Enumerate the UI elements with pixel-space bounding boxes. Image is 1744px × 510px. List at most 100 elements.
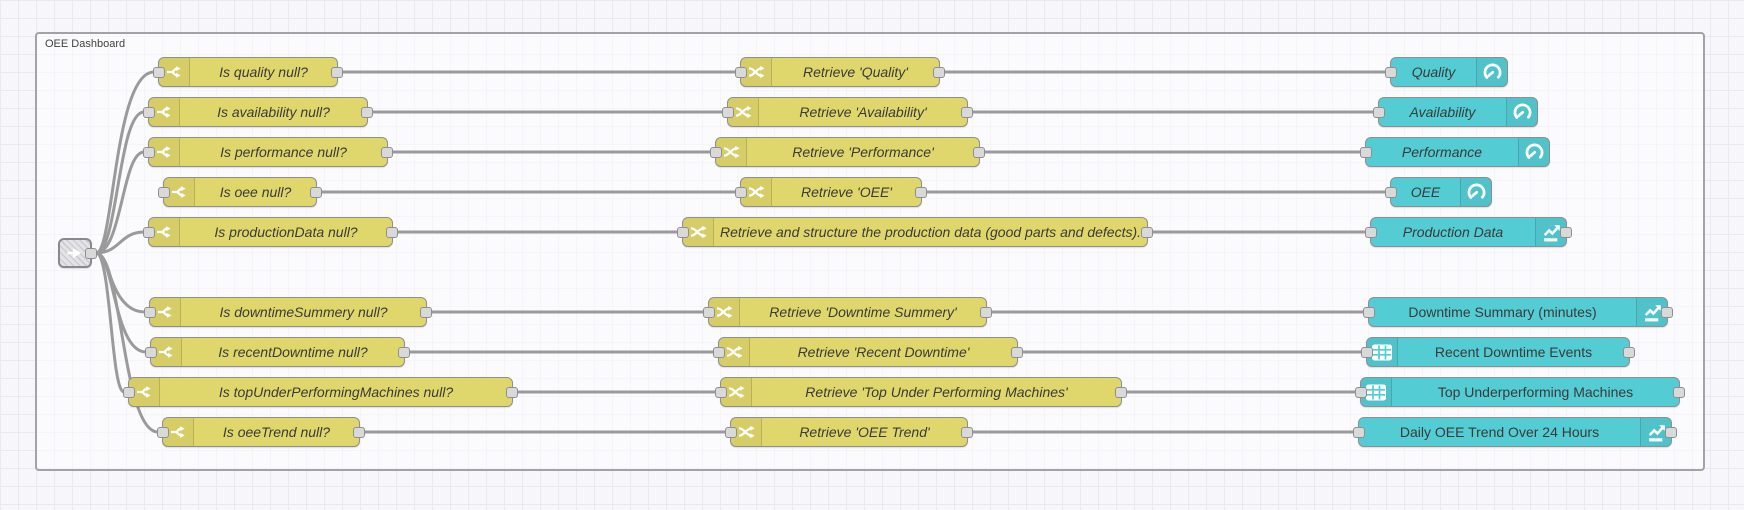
input-port[interactable] <box>735 66 747 78</box>
dashboard-node-4[interactable]: OEE <box>1385 177 1492 207</box>
change-node-6[interactable]: Retrieve 'Downtime Summery' <box>703 297 992 327</box>
chart-icon <box>1535 218 1566 246</box>
output-port[interactable] <box>1623 346 1635 358</box>
output-port[interactable] <box>1665 426 1677 438</box>
change-node-1[interactable]: Retrieve 'Quality' <box>735 57 945 87</box>
output-port[interactable] <box>398 346 410 358</box>
input-port[interactable] <box>1355 386 1367 398</box>
dashboard-node-1[interactable]: Quality <box>1385 57 1508 87</box>
output-port[interactable] <box>1141 226 1153 238</box>
dashboard-node-3[interactable]: Performance <box>1360 137 1550 167</box>
switch-node-6[interactable]: Is downtimeSummery null? <box>144 297 432 327</box>
output-port[interactable] <box>961 106 973 118</box>
output-port[interactable] <box>933 66 945 78</box>
input-port[interactable] <box>123 386 135 398</box>
input-port[interactable] <box>157 426 169 438</box>
node-label: Is availability null? <box>217 104 330 120</box>
wire[interactable] <box>95 251 159 434</box>
input-port[interactable] <box>143 146 155 158</box>
node-label: Is oeeTrend null? <box>222 424 331 440</box>
dashboard-node-5[interactable]: Production Data <box>1365 217 1572 247</box>
input-port[interactable] <box>144 306 156 318</box>
output-port[interactable] <box>85 247 97 259</box>
output-port[interactable] <box>386 226 398 238</box>
output-port[interactable] <box>381 146 393 158</box>
change-node-5[interactable]: Retrieve and structure the production da… <box>677 217 1153 247</box>
gauge-icon <box>1506 98 1537 126</box>
wire[interactable] <box>95 150 145 255</box>
change-node-8[interactable]: Retrieve 'Top Under Performing Machines' <box>715 377 1127 407</box>
input-port[interactable] <box>725 426 737 438</box>
input-port[interactable] <box>677 226 689 238</box>
gauge-icon <box>1460 178 1491 206</box>
output-port[interactable] <box>353 426 365 438</box>
wire[interactable] <box>95 251 126 394</box>
output-port[interactable] <box>310 186 322 198</box>
output-port[interactable] <box>420 306 432 318</box>
switch-node-7[interactable]: Is recentDowntime null? <box>145 337 410 367</box>
change-node-2[interactable]: Retrieve 'Availability' <box>722 97 973 127</box>
output-port[interactable] <box>1115 386 1127 398</box>
wire[interactable] <box>95 70 155 255</box>
dashboard-node-6[interactable]: Downtime Summary (minutes) <box>1363 297 1673 327</box>
input-port[interactable] <box>1385 66 1397 78</box>
switch-node-3[interactable]: Is performance null? <box>143 137 393 167</box>
input-port[interactable] <box>735 186 747 198</box>
dashboard-node-7[interactable]: Recent Downtime Events <box>1361 337 1635 367</box>
wire[interactable] <box>95 230 145 255</box>
dashboard-node-9[interactable]: Daily OEE Trend Over 24 Hours <box>1353 417 1677 447</box>
switch-node-4[interactable]: Is oee null? <box>158 177 322 207</box>
dashboard-node-8[interactable]: Top Underperforming Machines <box>1355 377 1685 407</box>
input-port[interactable] <box>1361 346 1373 358</box>
output-port[interactable] <box>1661 306 1673 318</box>
input-port[interactable] <box>143 226 155 238</box>
input-port[interactable] <box>703 306 715 318</box>
switch-node-2[interactable]: Is availability null? <box>143 97 373 127</box>
input-port[interactable] <box>710 146 722 158</box>
gauge-icon <box>1518 138 1549 166</box>
node-label: Retrieve 'Recent Downtime' <box>797 344 970 360</box>
input-port[interactable] <box>145 346 157 358</box>
input-port[interactable] <box>715 386 727 398</box>
output-port[interactable] <box>331 66 343 78</box>
input-port[interactable] <box>153 66 165 78</box>
input-port[interactable] <box>722 106 734 118</box>
input-port[interactable] <box>1353 426 1365 438</box>
input-port[interactable] <box>158 186 170 198</box>
link-in-node[interactable] <box>58 238 97 268</box>
change-node-3[interactable]: Retrieve 'Performance' <box>710 137 985 167</box>
input-port[interactable] <box>1363 306 1375 318</box>
output-port[interactable] <box>915 186 927 198</box>
link-in-icon <box>65 243 85 263</box>
output-port[interactable] <box>1673 386 1685 398</box>
output-port[interactable] <box>506 386 518 398</box>
switch-node-9[interactable]: Is oeeTrend null? <box>157 417 365 447</box>
node-label: Retrieve 'OEE Trend' <box>799 424 930 440</box>
node-label: Retrieve 'OEE' <box>801 184 892 200</box>
dashboard-node-2[interactable]: Availability <box>1373 97 1538 127</box>
input-port[interactable] <box>1360 146 1372 158</box>
output-port[interactable] <box>973 146 985 158</box>
switch-node-8[interactable]: Is topUnderPerformingMachines null? <box>123 377 518 407</box>
input-port[interactable] <box>143 106 155 118</box>
input-port[interactable] <box>1373 106 1385 118</box>
output-port[interactable] <box>1011 346 1023 358</box>
group-label: OEE Dashboard <box>45 38 126 50</box>
node-label: Retrieve 'Performance' <box>792 144 934 160</box>
input-port[interactable] <box>713 346 725 358</box>
switch-node-5[interactable]: Is productionData null? <box>143 217 398 247</box>
input-port[interactable] <box>1365 226 1377 238</box>
change-node-7[interactable]: Retrieve 'Recent Downtime' <box>713 337 1023 367</box>
wire[interactable] <box>95 110 145 255</box>
table-icon <box>1367 338 1398 366</box>
change-node-4[interactable]: Retrieve 'OEE' <box>735 177 927 207</box>
switch-node-1[interactable]: Is quality null? <box>153 57 343 87</box>
output-port[interactable] <box>1560 226 1572 238</box>
output-port[interactable] <box>961 426 973 438</box>
change-node-9[interactable]: Retrieve 'OEE Trend' <box>725 417 973 447</box>
output-port[interactable] <box>980 306 992 318</box>
output-port[interactable] <box>361 106 373 118</box>
input-port[interactable] <box>1385 186 1397 198</box>
